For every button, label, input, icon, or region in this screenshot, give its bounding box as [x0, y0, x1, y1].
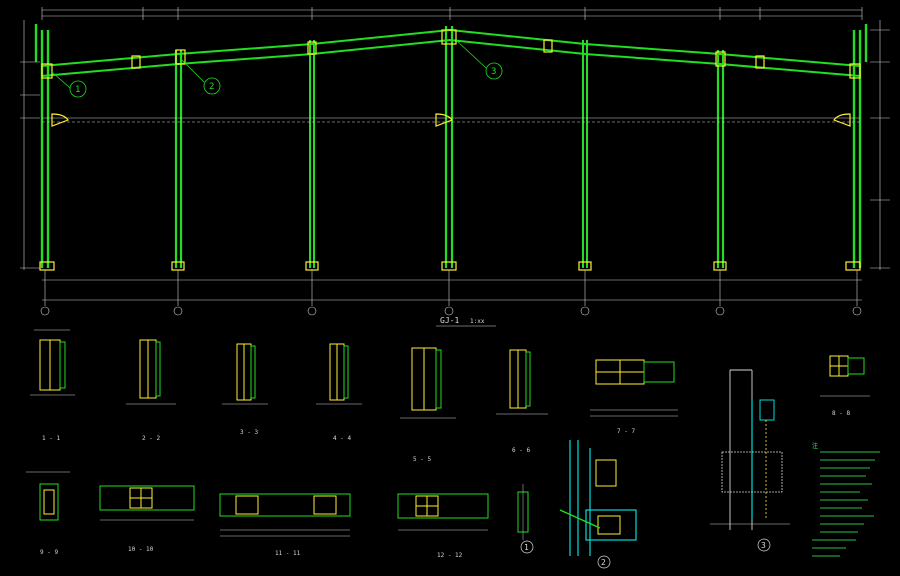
side-dimension-lines	[20, 20, 890, 270]
node-detail-3	[710, 369, 790, 552]
node-detail-1	[517, 484, 534, 554]
callout-label-2: 2	[209, 82, 214, 92]
label-section-2-2: 2 - 2	[142, 435, 160, 442]
section-11-11	[219, 493, 351, 537]
notes-title: 注	[812, 442, 818, 450]
top-dimension-lines	[41, 7, 863, 20]
elevation-callout-labels: 1 2 3	[75, 67, 496, 95]
section-4-4	[316, 343, 362, 405]
callout-circle-1	[69, 80, 87, 98]
elevation-title-block: GJ-1 1:xx	[436, 316, 496, 327]
callout-circle-3	[485, 62, 503, 80]
portal-frame-elevation	[34, 24, 868, 268]
section-9-9	[26, 471, 70, 521]
node-detail-2	[559, 440, 637, 569]
section-details-row1	[30, 329, 870, 419]
label-section-7-7: 7 - 7	[617, 428, 635, 435]
elevation-title: GJ-1	[440, 316, 459, 325]
detail-marker-1: 1	[524, 543, 529, 552]
label-section-9-9: 9 - 9	[40, 549, 58, 556]
general-notes: 注	[812, 442, 880, 557]
callout-label-1: 1	[75, 85, 80, 95]
section-10-10	[99, 485, 195, 521]
label-section-12-12: 12 - 12	[437, 552, 463, 559]
elevation-callouts	[51, 39, 503, 98]
section-5-5	[400, 347, 456, 419]
label-section-5-5: 5 - 5	[413, 456, 431, 463]
section-7-7	[590, 359, 678, 417]
section-1-1	[30, 329, 75, 396]
label-section-4-4: 4 - 4	[333, 435, 351, 442]
section-2-2	[126, 339, 176, 405]
label-section-6-6: 6 - 6	[512, 447, 530, 454]
label-section-3-3: 3 - 3	[240, 429, 258, 436]
detail-marker-3: 3	[761, 541, 766, 550]
label-section-8-8: 8 - 8	[832, 410, 850, 417]
label-section-1-1: 1 - 1	[42, 435, 60, 442]
elevation-scale: 1:xx	[470, 318, 485, 325]
label-section-10-10: 10 - 10	[128, 546, 154, 553]
detail-marker-2: 2	[601, 558, 606, 567]
label-section-11-11: 11 - 11	[275, 550, 301, 557]
section-8-8	[820, 355, 870, 397]
detail-marker-labels: 1 2 3	[524, 541, 766, 567]
section-6-6	[496, 349, 548, 415]
callout-circle-2	[203, 77, 221, 95]
section-labels: 1 - 1 2 - 2 3 - 3 4 - 4 5 - 5 6 - 6 7 - …	[40, 410, 850, 559]
section-details-row2	[26, 471, 489, 537]
column-grid-axes	[40, 270, 862, 316]
section-12-12	[397, 493, 489, 531]
section-3-3	[222, 343, 268, 405]
callout-label-3: 3	[491, 67, 496, 77]
